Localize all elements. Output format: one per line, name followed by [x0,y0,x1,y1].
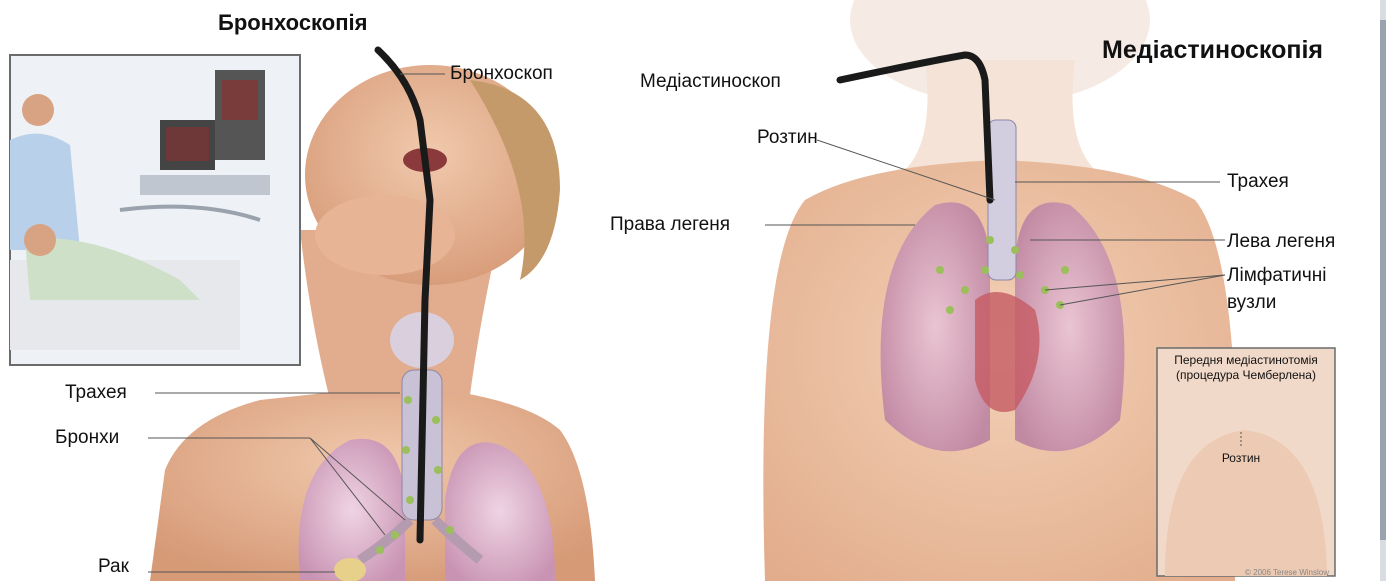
incision-label: Розтин [757,128,818,147]
inset-title-line2: (процедура Чемберлена) [1157,368,1335,383]
mediastinoscopy-title: Медіастиноскопія [1102,38,1323,63]
scrollbar-thumb[interactable] [1380,20,1386,540]
lymph-nodes-label-line2: вузли [1227,293,1276,312]
inset-title: Передня медіастинотомія (процедура Чембе… [1157,353,1335,383]
bronchoscopy-illustration [0,0,595,581]
bronchoscope-label: Бронхоскоп [450,64,553,83]
trachea-label-right: Трахея [1227,172,1289,191]
bronchoscopy-title: Бронхоскопія [218,12,367,34]
inset-title-line1: Передня медіастинотомія [1157,353,1335,368]
left-lung-label: Лева легеня [1227,232,1335,251]
copyright-text: © 2006 Terese Winslow [1245,568,1329,577]
trachea-label-left: Трахея [65,383,127,402]
inset-incision-label: Розтин [1157,451,1325,466]
vertical-scrollbar[interactable] [1380,0,1386,581]
bronchi-label: Бронхи [55,428,119,447]
right-lung-label: Права легеня [610,215,730,234]
bronchoscopy-panel: Бронхоскопія Бронхоскоп Трахея Бронхи Ра… [0,0,595,581]
mediastinoscope-label: Медіастиноскоп [640,72,781,91]
lymph-nodes-label-line1: Лімфатичні [1227,266,1326,285]
cancer-label: Рак [98,557,129,576]
mediastinoscopy-panel: Медіастиноскопія Медіастиноскоп Розтин Т… [605,0,1386,581]
